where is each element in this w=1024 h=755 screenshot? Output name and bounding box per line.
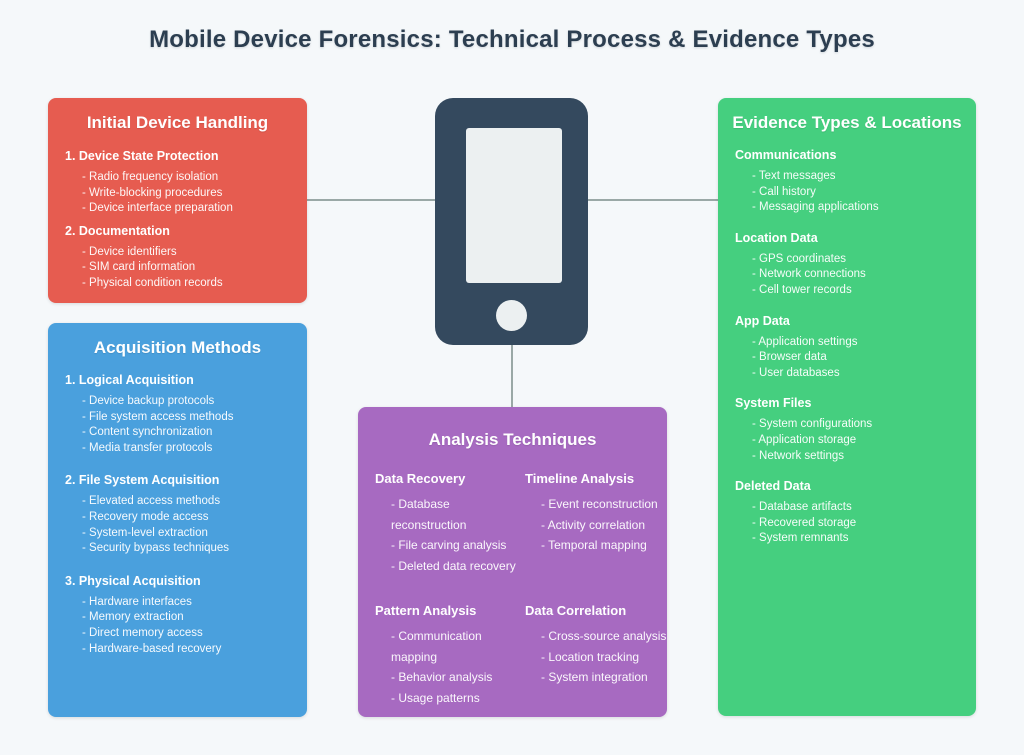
- list-item: - Memory extraction: [82, 611, 184, 624]
- section-physical-acquisition: 3. Physical Acquisition - Hardware inter…: [48, 573, 307, 657]
- list-item: - Recovery mode access: [82, 510, 209, 523]
- section-location-data: Location Data - GPS coordinates - Networ…: [718, 230, 976, 299]
- section-data-recovery: Data Recovery - Database reconstruction …: [375, 471, 525, 576]
- phone-screen: [466, 128, 562, 283]
- list-item: - Hardware-based recovery: [82, 642, 222, 655]
- box-title: Acquisition Methods: [93, 338, 262, 357]
- list-item: - Application settings: [752, 335, 858, 348]
- list-item: - Database artifacts: [752, 501, 852, 514]
- list-item: - System integration: [541, 670, 648, 684]
- list-item: - Elevated access methods: [82, 495, 221, 508]
- list-item: - Browser data: [752, 351, 827, 364]
- section-heading: Data Correlation: [525, 603, 627, 618]
- list-item: - Device backup protocols: [82, 395, 215, 407]
- list-item: - File system access methods: [82, 410, 234, 423]
- page-title: Mobile Device Forensics: Technical Proce…: [149, 26, 875, 53]
- smartphone-icon: [435, 98, 588, 345]
- section-heading: Data Recovery: [375, 471, 466, 486]
- section-heading: Timeline Analysis: [525, 471, 635, 486]
- section-heading: Location Data: [735, 230, 818, 245]
- list-item: - Communication mapping: [391, 629, 482, 664]
- list-item: - Location tracking: [541, 649, 640, 664]
- box-title: Analysis Techniques: [428, 430, 597, 449]
- list-item: - Call history: [752, 185, 816, 198]
- section-file-system-acquisition: 2. File System Acquisition - Elevated ac…: [48, 472, 307, 556]
- list-item: - Security bypass techniques: [82, 542, 230, 555]
- box-acquisition-methods: Acquisition Methods 1. Logical Acquisiti…: [48, 323, 307, 717]
- list-item: - Event reconstruction: [541, 497, 658, 511]
- section-device-state-protection: 1. Device State Protection - Radio frequ…: [48, 148, 307, 217]
- section-communications: Communications - Text messages - Call hi…: [718, 147, 976, 216]
- list-item: - Device interface preparation: [82, 202, 233, 215]
- section-app-data: App Data - Application settings - Browse…: [718, 313, 976, 382]
- list-item: - System remnants: [752, 532, 849, 545]
- connector-line-left: [307, 199, 435, 201]
- section-heading: Deleted Data: [735, 479, 811, 494]
- section-heading: 1. Device State Protection: [65, 149, 219, 163]
- list-item: - Physical condition records: [82, 276, 223, 289]
- section-heading: App Data: [735, 313, 790, 328]
- list-item: - Cross-source analysis: [541, 629, 667, 643]
- section-timeline-analysis: Timeline Analysis - Event reconstruction…: [525, 471, 667, 576]
- list-item: - Messaging applications: [752, 201, 879, 214]
- list-item: - Media transfer protocols: [82, 441, 213, 454]
- box-evidence-types-locations: Evidence Types & Locations Communication…: [718, 98, 976, 716]
- phone-home-button: [496, 300, 527, 331]
- list-item: - Write-blocking procedures: [82, 186, 223, 199]
- list-item: - System-level extraction: [82, 526, 208, 539]
- list-item: - GPS coordinates: [752, 252, 846, 265]
- section-heading: 1. Logical Acquisition: [65, 373, 194, 387]
- list-item: - Radio frequency isolation: [82, 171, 219, 183]
- box-title: Evidence Types & Locations: [732, 113, 962, 132]
- list-item: - File carving analysis: [391, 538, 507, 552]
- box-initial-device-handling: Initial Device Handling 1. Device State …: [48, 98, 307, 303]
- list-item: - Deleted data recovery: [391, 558, 516, 573]
- section-data-correlation: Data Correlation - Cross-source analysis…: [525, 603, 667, 708]
- list-item: - Direct memory access: [82, 626, 203, 639]
- list-item: - Device identifiers: [82, 245, 177, 258]
- list-item: - Cell tower records: [752, 283, 852, 296]
- section-logical-acquisition: 1. Logical Acquisition - Device backup p…: [48, 372, 307, 456]
- analysis-grid: Data Recovery - Database reconstruction …: [358, 471, 667, 708]
- list-item: - Hardware interfaces: [82, 595, 192, 608]
- section-system-files: System Files - System configurations - A…: [718, 395, 976, 464]
- section-pattern-analysis: Pattern Analysis - Communication mapping…: [375, 603, 525, 708]
- section-heading: 2. Documentation: [65, 223, 170, 238]
- section-heading: System Files: [735, 396, 812, 411]
- section-heading: Pattern Analysis: [375, 603, 477, 618]
- list-item: - Activity correlation: [541, 517, 646, 532]
- list-item: - Content synchronization: [82, 426, 213, 439]
- list-item: - Network connections: [752, 268, 866, 281]
- box-analysis-techniques: Analysis Techniques Data Recovery - Data…: [358, 407, 667, 717]
- list-item: - Application storage: [752, 433, 857, 446]
- section-heading: 2. File System Acquisition: [65, 473, 220, 488]
- list-item: - SIM card information: [82, 261, 196, 274]
- box-title: Initial Device Handling: [86, 113, 269, 132]
- list-item: - System configurations: [752, 418, 873, 431]
- section-documentation: 2. Documentation - Device identifiers - …: [48, 223, 307, 292]
- list-item: - Recovered storage: [752, 516, 857, 529]
- list-item: - Network settings: [752, 449, 845, 462]
- connector-line-down: [511, 344, 513, 407]
- list-item: - Usage patterns: [391, 690, 480, 705]
- list-item: - Text messages: [752, 170, 836, 182]
- section-heading: Communications: [735, 148, 837, 162]
- list-item: - Database reconstruction: [391, 497, 467, 532]
- list-item: - User databases: [752, 366, 840, 379]
- list-item: - Temporal mapping: [541, 538, 647, 552]
- connector-line-right: [588, 199, 718, 201]
- list-item: - Behavior analysis: [391, 670, 493, 684]
- section-deleted-data: Deleted Data - Database artifacts - Reco…: [718, 478, 976, 547]
- section-heading: 3. Physical Acquisition: [65, 573, 201, 588]
